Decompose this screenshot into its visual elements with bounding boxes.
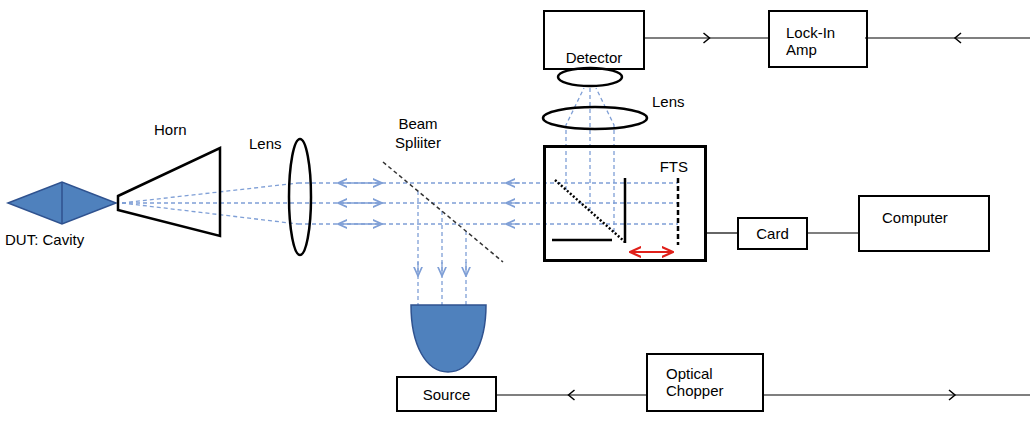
connector-line bbox=[497, 394, 646, 395]
fixed-mirror bbox=[552, 239, 612, 242]
beam-splitter bbox=[383, 162, 503, 262]
moving-mirror bbox=[677, 178, 680, 245]
beam bbox=[122, 202, 298, 203]
beam-arrow bbox=[338, 182, 382, 183]
beam-arrow bbox=[506, 202, 520, 203]
beam-arrow bbox=[338, 223, 382, 224]
detector-box: Detector bbox=[543, 10, 645, 70]
fts-splitter bbox=[555, 180, 625, 242]
node-text: Detector bbox=[566, 49, 623, 66]
horn-label: Horn bbox=[152, 120, 189, 139]
splitter-label: Beam Spliiter bbox=[384, 114, 452, 152]
node-text: Source bbox=[423, 386, 471, 403]
arrow-head bbox=[569, 390, 575, 400]
fixed-mirror bbox=[624, 178, 627, 243]
connector-line bbox=[645, 37, 768, 38]
cavity-divider bbox=[61, 182, 63, 224]
beam-arrow bbox=[506, 223, 520, 224]
detector-lens bbox=[558, 68, 622, 86]
beam-arrow bbox=[441, 262, 442, 276]
beam-paths bbox=[122, 88, 678, 306]
beam bbox=[596, 88, 614, 232]
beam-arrow bbox=[506, 182, 520, 183]
fts-box: FTS bbox=[543, 145, 707, 262]
connector-line bbox=[707, 232, 737, 233]
beam bbox=[298, 223, 678, 224]
chopper-box: Optical Chopper bbox=[646, 353, 764, 412]
beam bbox=[122, 203, 298, 224]
wire-arrow bbox=[949, 390, 955, 400]
signal-connector bbox=[707, 233, 737, 234]
node-text: Optical Chopper bbox=[666, 365, 741, 399]
reference-wire bbox=[764, 394, 1030, 395]
source-dish bbox=[411, 305, 486, 372]
dut-label: DUT: Cavity bbox=[3, 230, 86, 249]
beam bbox=[465, 231, 466, 306]
beam-arrows bbox=[338, 183, 520, 276]
beam-arrow bbox=[465, 262, 466, 276]
beam bbox=[441, 211, 442, 306]
mirror-travel-arrow bbox=[630, 251, 673, 253]
lock-in-box: Lock-In Amp bbox=[768, 10, 868, 68]
reference-wire bbox=[865, 37, 1030, 38]
beam bbox=[122, 183, 298, 203]
arrow-head bbox=[704, 33, 710, 43]
beam-arrow bbox=[338, 202, 382, 203]
lens bbox=[543, 107, 647, 129]
cavity-diamond bbox=[8, 182, 116, 224]
node-text: Lock-In Amp bbox=[786, 24, 856, 58]
lens-label: Lens bbox=[650, 92, 687, 111]
lens-label: Lens bbox=[247, 134, 284, 153]
beam bbox=[298, 202, 678, 203]
horn-antenna bbox=[118, 148, 220, 236]
beam-arrow bbox=[417, 262, 418, 276]
computer-box: Computer bbox=[858, 195, 990, 252]
beam bbox=[417, 191, 418, 306]
signal-connector bbox=[808, 233, 858, 234]
node-text: Card bbox=[756, 225, 789, 242]
beam bbox=[566, 88, 584, 190]
card-box: Card bbox=[737, 217, 808, 250]
signal-connector bbox=[497, 390, 646, 400]
connector-line bbox=[808, 232, 858, 233]
node-text: FTS bbox=[660, 158, 688, 175]
node-text: Computer bbox=[882, 209, 948, 226]
beam bbox=[298, 182, 678, 183]
wire-arrow bbox=[955, 33, 961, 43]
signal-connector bbox=[645, 33, 768, 43]
lens bbox=[289, 139, 311, 255]
source-box: Source bbox=[396, 376, 497, 412]
